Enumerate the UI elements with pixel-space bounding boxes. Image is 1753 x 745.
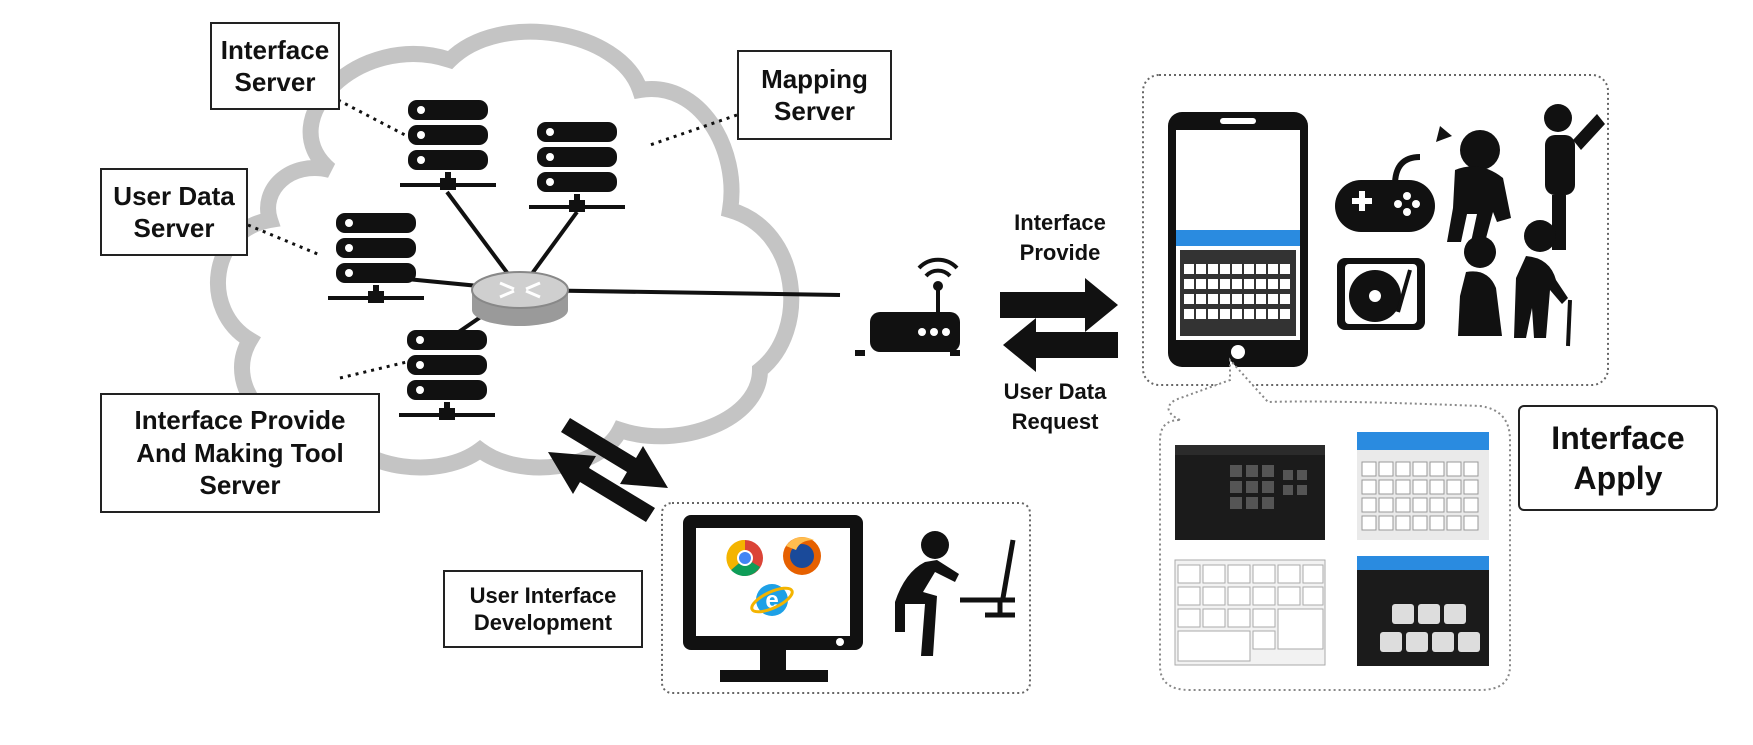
user-interface-development-label-line2: Development [473, 610, 613, 635]
download-arrow [561, 418, 668, 488]
leader-lines [247, 98, 738, 380]
smartphone-icon [1168, 112, 1308, 367]
child-icon [1436, 126, 1511, 242]
tool-server-label-line1: Interface Provide [134, 405, 346, 436]
devices-panel [1142, 74, 1609, 386]
gamepad-icon [1335, 154, 1435, 232]
user-data-server-label-line2: Server [133, 213, 215, 243]
user-data-request-text: User Data Request [980, 377, 1130, 436]
mapping-server-label-line2: Server [774, 96, 855, 126]
screen-thumbnail-2 [1357, 432, 1489, 540]
upload-arrow [548, 452, 655, 522]
router-icon [471, 271, 569, 326]
interface-apply-label-line2: Apply [1573, 460, 1663, 496]
mapping-server-label-line1: Mapping [761, 63, 868, 94]
chrome-icon [726, 539, 763, 576]
internet-explorer-icon: e [750, 584, 794, 616]
interface-provide-text: Interface Provide [985, 208, 1135, 267]
screen-thumbnail-3 [1174, 559, 1326, 666]
mapping-server-icon [529, 122, 625, 212]
user-data-request-arrow [1003, 318, 1118, 372]
interface-server-icon [400, 100, 496, 190]
tool-server-label-line3: Server [199, 470, 281, 501]
elderly-couple-icon [1458, 220, 1572, 347]
interface-server-label-line2: Server [234, 67, 316, 97]
user-data-server-icon [328, 213, 424, 303]
user-data-request-text-line1: User Data [1003, 379, 1107, 404]
screen-thumbnail-4 [1357, 556, 1489, 666]
interface-provide-text-line1: Interface [1014, 210, 1106, 235]
cloud-shape [210, 23, 800, 476]
interface-provide-arrow [1000, 278, 1118, 332]
interface-screens-bubble [1159, 357, 1511, 691]
tool-server-label-line2: And Making Tool [136, 437, 344, 468]
interface-server-label-line1: Interface [220, 34, 330, 65]
student-icon [1544, 104, 1605, 250]
firefox-icon [783, 537, 821, 575]
network-links [375, 190, 841, 342]
wifi-modem-icon [855, 257, 960, 356]
screen-thumbnail-1 [1175, 445, 1325, 540]
user-interface-development-label-line1: User Interface [469, 582, 617, 608]
interface-apply-label-line1: Interface [1551, 420, 1685, 456]
interface-provide-text-line2: Provide [1019, 239, 1101, 265]
tool-server-icon [399, 330, 495, 420]
developer-at-desk-icon [895, 531, 1016, 656]
user-data-server-label-line1: User Data [113, 180, 235, 211]
turntable-icon [1337, 258, 1425, 330]
user-data-request-text-line2: Request [1011, 408, 1099, 434]
